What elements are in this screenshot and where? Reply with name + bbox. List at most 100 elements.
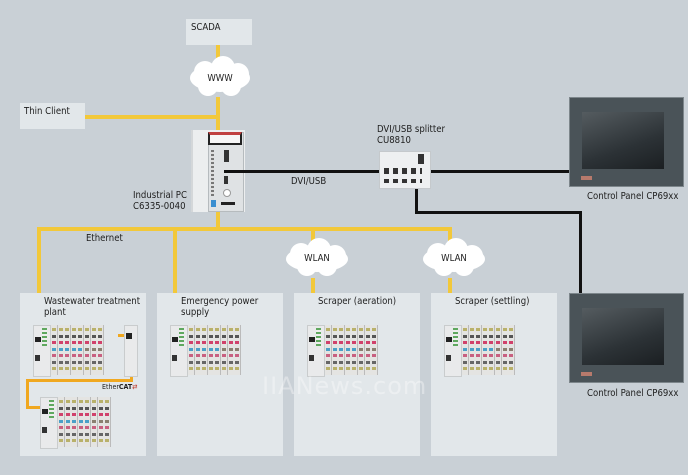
coupler-leds bbox=[453, 328, 458, 346]
coupler-leds bbox=[179, 328, 184, 346]
control-panel-1-label: Control Panel CP69xx bbox=[587, 191, 679, 202]
terminal-slice bbox=[495, 325, 502, 375]
industrial-pc bbox=[191, 130, 245, 212]
terminal-slice bbox=[488, 325, 496, 375]
ethercat-logo-suffix: CAT bbox=[118, 383, 133, 391]
ipc-fan bbox=[223, 189, 231, 197]
station-label-1: Emergency power bbox=[181, 296, 259, 307]
terminal-slice bbox=[227, 325, 235, 375]
terminal-slice bbox=[97, 397, 105, 447]
control-panel-2-screen bbox=[582, 308, 664, 365]
coupler-port bbox=[42, 409, 48, 414]
watermark: IIANews.com bbox=[262, 372, 428, 400]
terminal-slice bbox=[70, 325, 78, 375]
coupler-leds bbox=[49, 400, 54, 418]
control-panel-1-logo bbox=[581, 176, 592, 180]
control-panel-2-label: Control Panel CP69xx bbox=[587, 388, 679, 399]
wlan-label-1: WLAN bbox=[304, 253, 330, 264]
ipc-port bbox=[224, 150, 229, 162]
ipc-port bbox=[224, 176, 228, 184]
wlan-label-2: WLAN bbox=[441, 253, 467, 264]
terminal-slice bbox=[64, 397, 72, 447]
coupler-port bbox=[172, 337, 178, 342]
ipc-slot bbox=[221, 202, 235, 205]
station-label-2: supply bbox=[181, 307, 210, 318]
ethercat-port bbox=[125, 333, 132, 339]
ipc-display bbox=[208, 132, 242, 145]
wlan-cloud-1: WLAN bbox=[281, 238, 353, 280]
ipc-vents bbox=[211, 150, 214, 196]
station-label-2: plant bbox=[44, 307, 66, 318]
splitter-label-1: DVI/USB splitter bbox=[377, 124, 446, 135]
station-label-1: Wastewater treatment bbox=[44, 296, 141, 307]
splitter-port bbox=[418, 154, 424, 164]
terminal-slice bbox=[188, 325, 195, 375]
terminal-slice bbox=[468, 325, 476, 375]
control-panel-1 bbox=[569, 97, 684, 187]
terminal-slice bbox=[91, 397, 98, 447]
station-label-1: Scraper (settling) bbox=[455, 296, 530, 307]
splitter-port-row bbox=[384, 179, 422, 183]
terminal-slice bbox=[475, 325, 483, 375]
terminal-slice bbox=[214, 325, 222, 375]
terminal-slice bbox=[501, 325, 509, 375]
cable-scada-www bbox=[216, 45, 220, 65]
terminal-slice bbox=[51, 325, 58, 375]
terminal-slice bbox=[71, 397, 79, 447]
terminal-slice bbox=[104, 397, 112, 447]
ethercat-cable-5 bbox=[26, 406, 42, 409]
cable-drop-emergency bbox=[173, 227, 177, 339]
terminal-slice bbox=[84, 325, 91, 375]
terminal-slice bbox=[338, 325, 346, 375]
scada-box: SCADA bbox=[186, 19, 252, 45]
bus-terminal-module bbox=[170, 325, 242, 377]
terminal-slice bbox=[344, 325, 352, 375]
terminal-slice bbox=[207, 325, 215, 375]
ethercat-logo: EtherCAT⇄ bbox=[102, 383, 137, 391]
terminal-slice bbox=[481, 325, 489, 375]
coupler-port bbox=[309, 337, 315, 342]
control-panel-2-logo bbox=[581, 372, 592, 376]
cloud-icon bbox=[286, 238, 348, 276]
terminal-slice bbox=[364, 325, 372, 375]
control-panel-1-screen bbox=[582, 112, 664, 169]
ethercat-cable-4 bbox=[26, 379, 29, 408]
splitter-label-2: CU8810 bbox=[377, 135, 411, 146]
ethernet-label: Ethernet bbox=[86, 233, 123, 244]
cable-thin-client bbox=[85, 115, 218, 119]
dvi-cable-panel2-drop bbox=[579, 211, 582, 295]
industrial-pc-label-2: C6335-0040 bbox=[133, 201, 186, 212]
coupler-port bbox=[309, 355, 314, 361]
industrial-pc-label-1: Industrial PC bbox=[133, 190, 187, 201]
terminal-slice bbox=[57, 325, 65, 375]
dvi-cable-horizontal bbox=[415, 211, 581, 214]
coupler-port bbox=[35, 337, 41, 342]
terminal-slice bbox=[97, 325, 105, 375]
ethernet-bus bbox=[37, 227, 452, 231]
control-panel-2 bbox=[569, 293, 684, 383]
dvi-cable-ipc-splitter bbox=[224, 170, 384, 173]
coupler-port bbox=[446, 355, 451, 361]
coupler-port bbox=[35, 355, 40, 361]
cable-www-ipc bbox=[216, 97, 220, 131]
terminal-slice bbox=[358, 325, 365, 375]
terminal-slice bbox=[462, 325, 469, 375]
splitter-port-row bbox=[384, 168, 422, 174]
ethercat-arrow-icon: ⇄ bbox=[132, 383, 138, 391]
terminal-slice bbox=[331, 325, 339, 375]
terminal-slice bbox=[325, 325, 332, 375]
ethercat-cable-3 bbox=[26, 379, 133, 382]
terminal-slice bbox=[77, 397, 85, 447]
cable-ipc-bus bbox=[216, 211, 220, 229]
terminal-slice bbox=[201, 325, 209, 375]
www-label: WWW bbox=[207, 73, 233, 84]
coupler-leds bbox=[42, 328, 47, 346]
bus-terminal-module bbox=[33, 325, 141, 377]
terminal-slice bbox=[58, 397, 65, 447]
ethercat-logo-prefix: Ether bbox=[102, 383, 119, 391]
bus-terminal-module bbox=[40, 397, 112, 449]
cloud-icon bbox=[190, 56, 250, 96]
dvi-usb-label: DVI/USB bbox=[291, 176, 327, 187]
terminal-slice bbox=[371, 325, 379, 375]
ipc-blue-button bbox=[211, 200, 216, 207]
